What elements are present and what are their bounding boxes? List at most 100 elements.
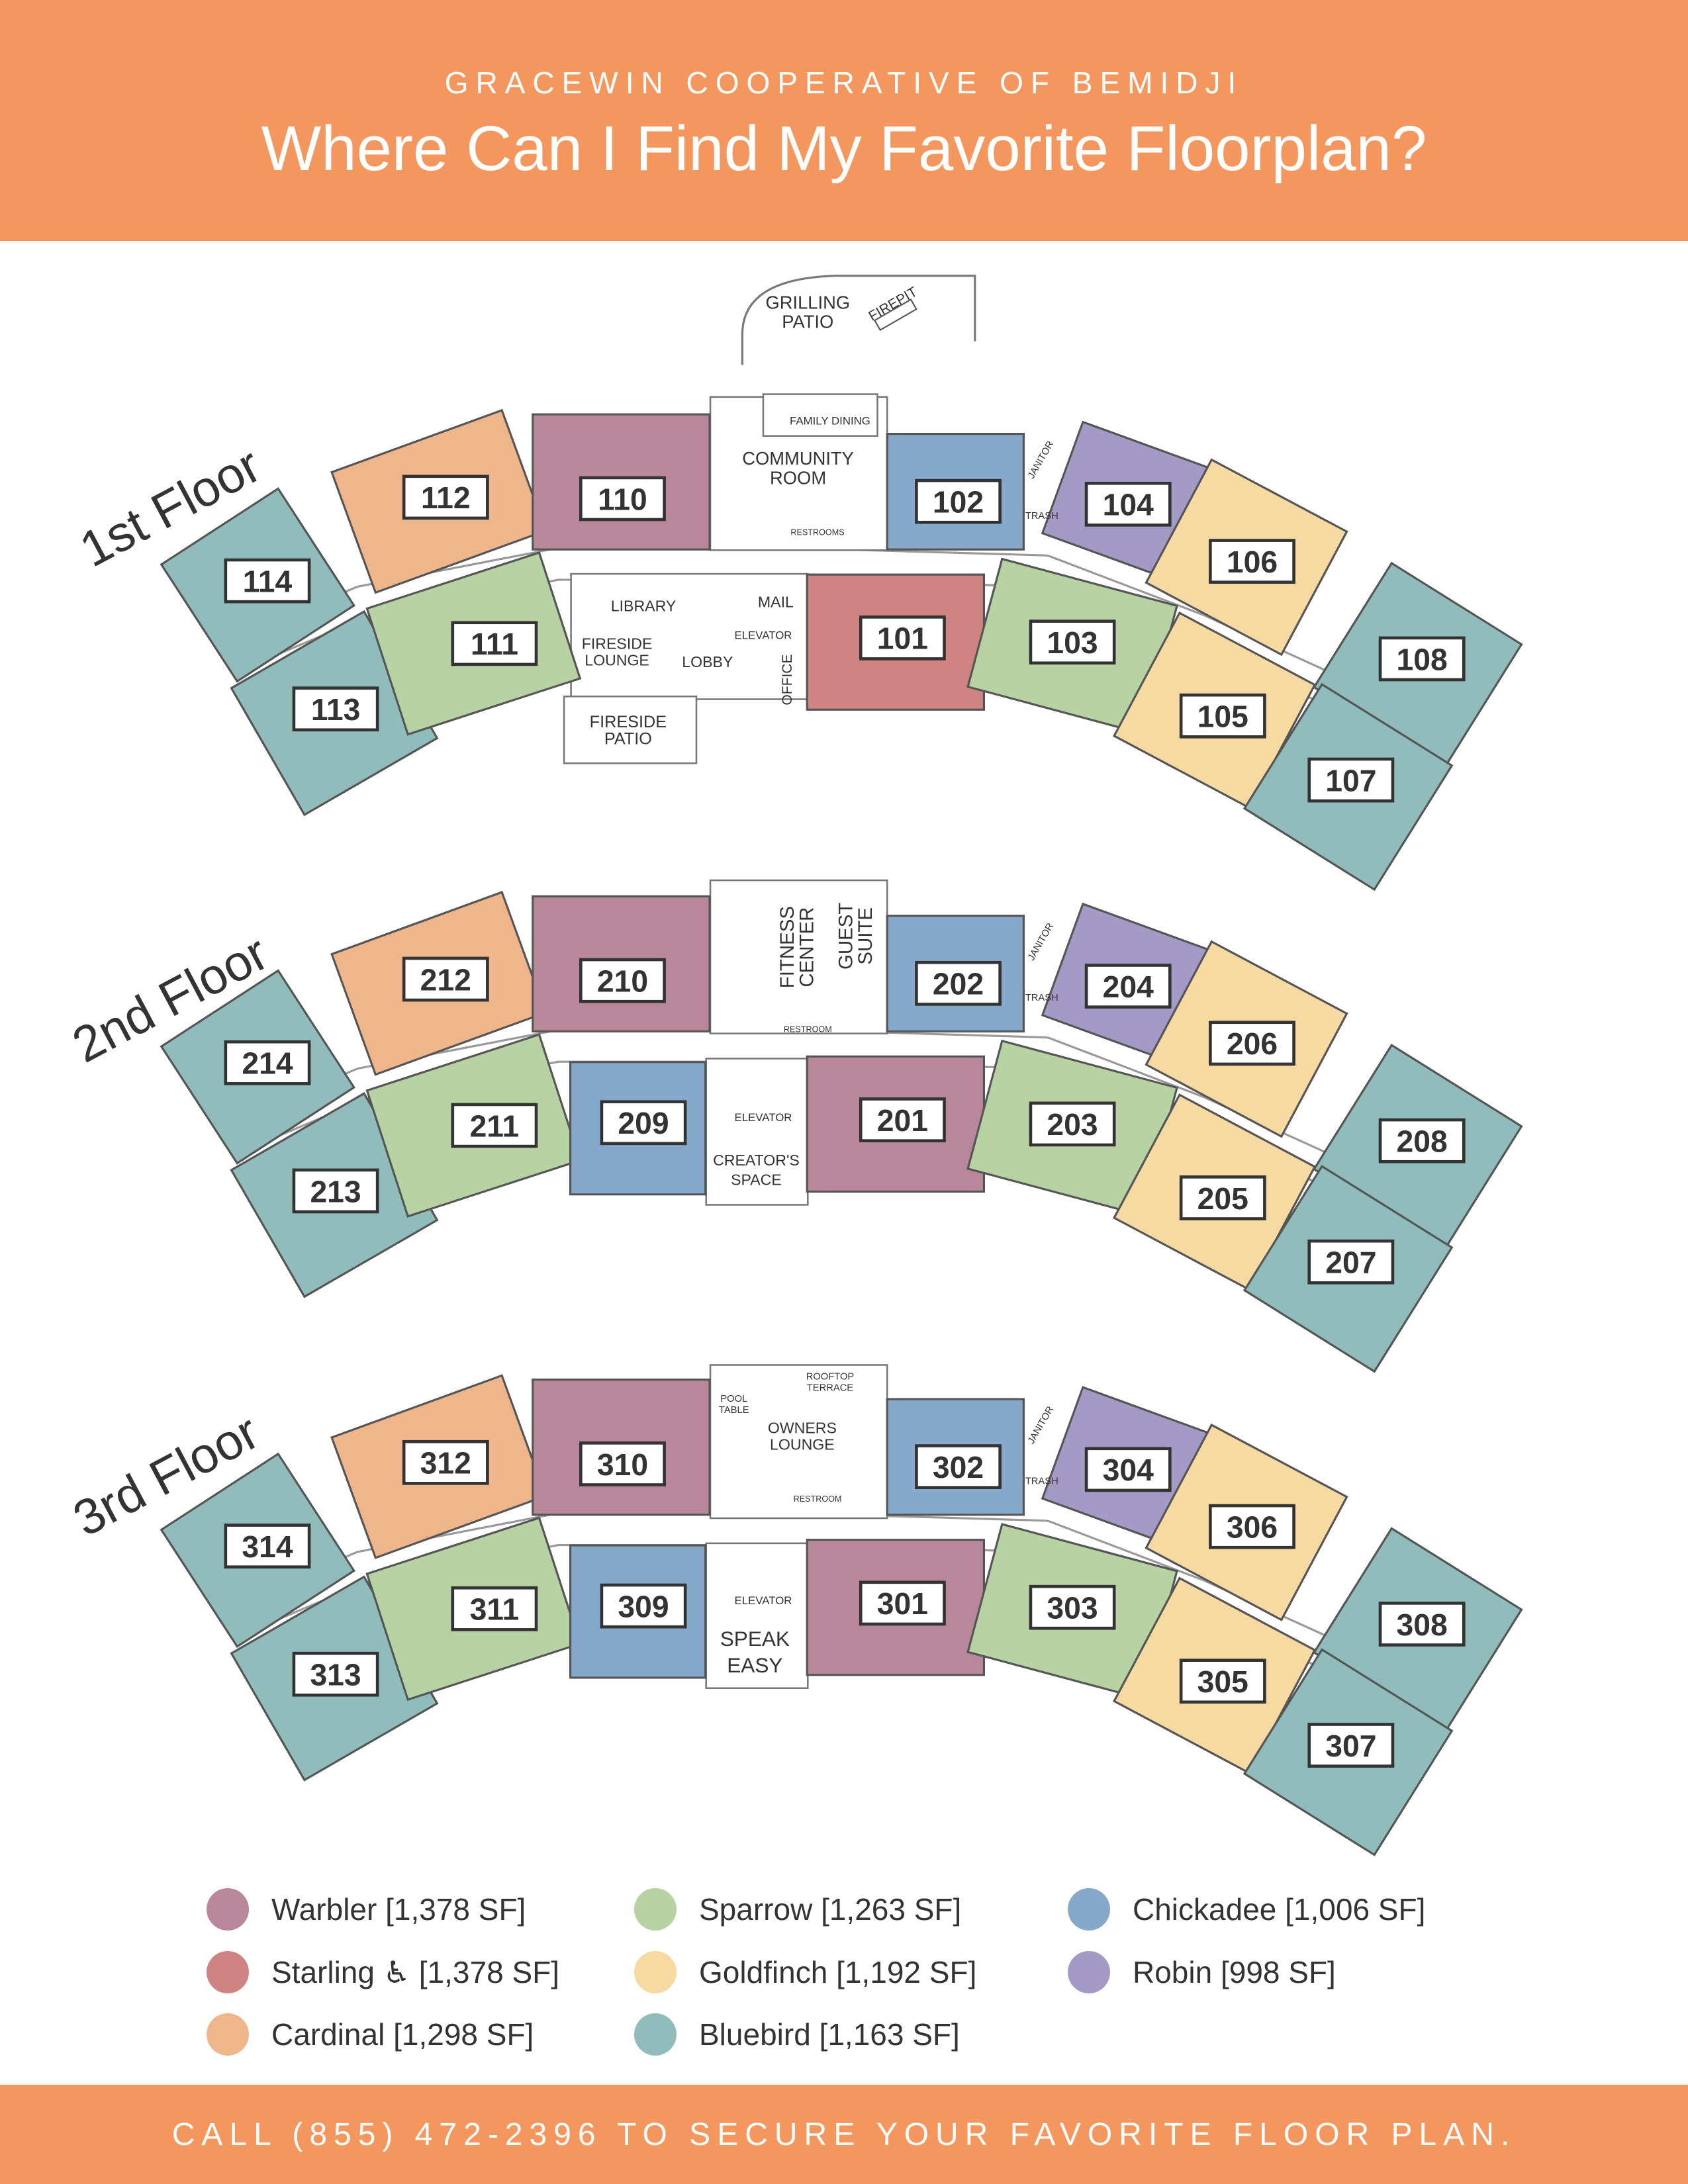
amenity-label: EASY xyxy=(727,1653,782,1677)
unit-number-box xyxy=(915,1444,1002,1490)
unit-206[interactable]: 206 xyxy=(1145,940,1348,1138)
unit-111[interactable]: 111 xyxy=(365,551,582,736)
legend-item-warbler: Warbler [1,378 SF] xyxy=(207,1888,526,1931)
unit-303[interactable]: 303 xyxy=(966,1523,1178,1700)
amenity-elevator: ELEVATOR xyxy=(734,1111,792,1124)
page-title: Where Can I Find My Favorite Floorplan? xyxy=(261,113,1427,184)
unit-201[interactable]: 201 xyxy=(806,1055,986,1193)
unit-301[interactable]: 301 xyxy=(806,1539,986,1676)
amenity-label: TRASH xyxy=(1025,1476,1058,1486)
unit-number-box xyxy=(1179,693,1266,739)
amenity-label: FIRESIDE xyxy=(590,713,667,731)
unit-number: 106 xyxy=(1227,545,1278,579)
unit-102[interactable]: 102 xyxy=(886,433,1025,551)
unit-210[interactable]: 210 xyxy=(532,895,711,1033)
common-area xyxy=(709,879,888,1034)
amenity-label: JANITOR xyxy=(1026,1404,1056,1445)
amenity-label: LOBBY xyxy=(682,653,733,670)
unit-number: 207 xyxy=(1325,1246,1376,1280)
unit-312[interactable]: 312 xyxy=(330,1374,547,1559)
unit-number: 114 xyxy=(243,564,293,598)
unit-105[interactable]: 105 xyxy=(1112,611,1317,809)
unit-305[interactable]: 305 xyxy=(1112,1576,1317,1775)
legend-label: Starling ♿ [1,378 SF] xyxy=(271,1955,560,1989)
unit-212[interactable]: 212 xyxy=(330,891,547,1076)
unit-number: 308 xyxy=(1397,1608,1448,1642)
unit-107[interactable]: 107 xyxy=(1243,682,1454,891)
unit-308[interactable]: 308 xyxy=(1312,1527,1523,1735)
unit-number-box xyxy=(1084,1447,1172,1492)
unit-209[interactable]: 209 xyxy=(569,1061,707,1196)
unit-number-box xyxy=(1084,481,1172,527)
unit-number: 212 xyxy=(420,962,471,997)
amenity-janitor: JANITOR xyxy=(1026,1404,1056,1445)
unit-number-box xyxy=(859,1097,946,1142)
amenity-family-dining: FAMILY DINING xyxy=(790,414,870,427)
amenity-label: CENTER xyxy=(796,907,818,987)
unit-309[interactable]: 309 xyxy=(569,1544,707,1679)
unit-number: 313 xyxy=(310,1658,361,1692)
unit-number: 306 xyxy=(1227,1510,1278,1544)
unit-number-box xyxy=(402,1439,489,1485)
unit-number-box xyxy=(1378,1602,1466,1647)
legend-label: Warbler [1,378 SF] xyxy=(271,1892,526,1927)
unit-number: 108 xyxy=(1397,642,1448,676)
unit-number: 112 xyxy=(421,480,471,515)
legend-label: Sparrow [1,263 SF] xyxy=(699,1892,962,1927)
amenity-janitor: JANITOR xyxy=(1026,439,1056,480)
unit-307[interactable]: 307 xyxy=(1243,1648,1454,1856)
unit-number: 305 xyxy=(1197,1664,1248,1699)
unit-number: 205 xyxy=(1197,1181,1248,1216)
unit-number-box xyxy=(1179,1659,1266,1704)
organization-name: GRACEWIN COOPERATIVE OF BEMIDJI xyxy=(444,66,1244,100)
unit-302[interactable]: 302 xyxy=(886,1398,1025,1516)
unit-number: 311 xyxy=(470,1592,520,1627)
unit-number: 203 xyxy=(1047,1107,1098,1142)
common-area xyxy=(709,1364,888,1520)
legend-item-sparrow: Sparrow [1,263 SF] xyxy=(634,1888,961,1931)
unit-number: 312 xyxy=(420,1446,471,1480)
unit-103[interactable]: 103 xyxy=(966,557,1178,735)
amenity-label: RESTROOMS xyxy=(790,527,844,537)
amenity-label: TERRACE xyxy=(807,1383,854,1393)
unit-214[interactable]: 214 xyxy=(160,969,355,1165)
unit-203[interactable]: 203 xyxy=(966,1039,1178,1217)
unit-314[interactable]: 314 xyxy=(160,1452,355,1649)
legend-label: Robin [998 SF] xyxy=(1133,1955,1336,1989)
unit-205[interactable]: 205 xyxy=(1112,1093,1317,1291)
unit-106[interactable]: 106 xyxy=(1145,458,1348,657)
unit-number: 110 xyxy=(598,482,647,516)
amenity-label: RESTROOM xyxy=(784,1025,832,1034)
amenity-label: FAMILY DINING xyxy=(790,414,870,427)
unit-112[interactable]: 112 xyxy=(330,408,547,594)
unit-310[interactable]: 310 xyxy=(532,1379,711,1516)
amenity-elevator: ELEVATOR xyxy=(734,1594,792,1607)
unit-211[interactable]: 211 xyxy=(365,1033,582,1218)
legend-item-goldfinch: Goldfinch [1,192 SF] xyxy=(634,1951,976,1993)
unit-306[interactable]: 306 xyxy=(1145,1423,1348,1621)
unit-202[interactable]: 202 xyxy=(886,915,1025,1033)
unit-101[interactable]: 101 xyxy=(806,573,986,711)
unit-114[interactable]: 114 xyxy=(160,487,355,683)
unit-number-box xyxy=(600,1583,687,1629)
amenity-mail: MAIL xyxy=(758,593,794,610)
unit-207[interactable]: 207 xyxy=(1243,1165,1454,1373)
unit-number: 201 xyxy=(877,1103,928,1138)
unit-number-box xyxy=(1029,1101,1116,1147)
unit-311[interactable]: 311 xyxy=(365,1516,582,1702)
amenity-label: PATIO xyxy=(604,729,652,748)
unit-number: 309 xyxy=(618,1589,669,1623)
unit-number-box xyxy=(915,960,1002,1006)
unit-number-box xyxy=(579,1441,666,1486)
unit-110[interactable]: 110 xyxy=(532,413,711,551)
amenity-label: POOL xyxy=(720,1394,747,1404)
unit-number-box xyxy=(600,1100,687,1146)
amenity-label: LIBRARY xyxy=(611,598,677,615)
amenity-label: COMMUNITY xyxy=(742,448,854,469)
unit-number-box xyxy=(1179,1175,1266,1220)
